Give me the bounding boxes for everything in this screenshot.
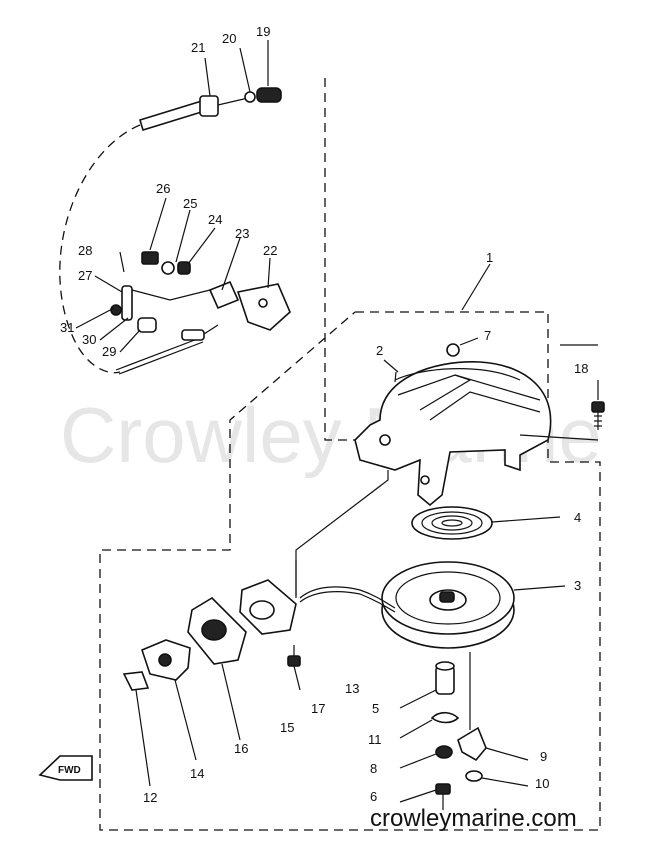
linkage-assembly (75, 197, 291, 375)
callout-19: 19 (256, 24, 270, 39)
callout-28: 28 (78, 243, 92, 258)
callout-14: 14 (190, 766, 204, 781)
rope-guide (239, 560, 297, 635)
handle-seal (141, 639, 197, 761)
sheave-drum (299, 561, 566, 649)
leader-lines (295, 263, 598, 598)
assembly-boundary (99, 78, 601, 831)
callout-10: 10 (535, 776, 549, 791)
bolt-18 (519, 380, 605, 441)
callout-15: 15 (280, 720, 294, 735)
callout-21: 21 (191, 40, 205, 55)
callout-18: 18 (574, 361, 588, 376)
callout-1: 1 (486, 250, 493, 265)
callout-11: 11 (368, 732, 382, 747)
callout-25: 25 (183, 196, 197, 211)
callout-13: 13 (345, 681, 359, 696)
callout-24: 24 (208, 212, 222, 227)
cable-loop-boundary (59, 124, 141, 374)
throttle-cable-upper (139, 40, 282, 132)
callout-31: 31 (60, 320, 74, 335)
callout-6: 6 (370, 789, 377, 804)
callout-4: 4 (574, 510, 581, 525)
bolt-17 (287, 645, 301, 691)
fwd-arrow: FWD (38, 755, 93, 781)
callout-7: 7 (484, 328, 491, 343)
callout-23: 23 (235, 226, 249, 241)
starter-handle (187, 596, 247, 741)
callout-30: 30 (82, 332, 96, 347)
clip-12 (122, 671, 151, 787)
callout-26: 26 (156, 181, 170, 196)
recoil-spring (411, 506, 561, 540)
callout-29: 29 (102, 344, 116, 359)
callout-9: 9 (540, 749, 547, 764)
callout-5: 5 (372, 701, 379, 716)
callout-22: 22 (263, 243, 277, 258)
callout-20: 20 (222, 31, 236, 46)
callout-17: 17 (311, 701, 325, 716)
fwd-label: FWD (58, 765, 81, 776)
callout-16: 16 (234, 741, 248, 756)
callout-8: 8 (370, 761, 377, 776)
callout-3: 3 (574, 578, 581, 593)
callout-2: 2 (376, 343, 383, 358)
callout-12: 12 (143, 790, 157, 805)
starter-case (354, 337, 552, 507)
pawl-parts (399, 652, 529, 810)
callout-27: 27 (78, 268, 92, 283)
footer-site-text: crowleymarine.com (370, 805, 577, 832)
